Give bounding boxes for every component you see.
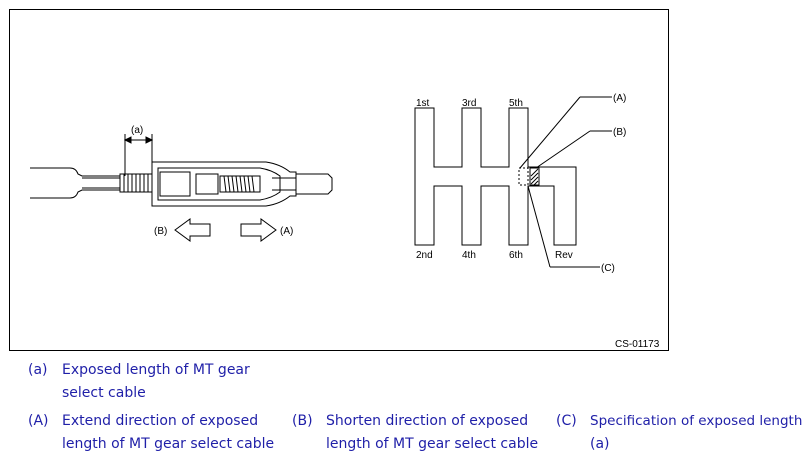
legend-text-line2: select cable (62, 385, 146, 401)
callout-a-label: (A) (613, 93, 626, 104)
gear-5th-label: 5th (509, 98, 523, 109)
extend-label: (A) (280, 226, 293, 237)
diagram-figure: (a) (B) (A) 1st 3rd 5th 2nd 4th 6th Rev … (9, 9, 669, 351)
gear-2nd-label: 2nd (416, 250, 433, 261)
legend-key: (a) (28, 362, 48, 378)
hatch-pattern (530, 168, 539, 186)
legend-text-line2: length of MT gear select cable (62, 436, 275, 452)
legend-text-line1: Specification of exposed length (590, 413, 803, 429)
legend-text-line1: Shorten direction of exposed (326, 413, 529, 429)
legend-key: (B) (292, 413, 313, 429)
select-cable-drawing (30, 134, 333, 242)
thread-lines (123, 174, 149, 192)
legend-item-C: (C) Specification of exposed length (a) (556, 410, 806, 456)
legend-item-A: (A) Extend direction of exposed length o… (28, 410, 288, 456)
legend-key: (C) (556, 413, 577, 429)
legend-key: (A) (28, 413, 49, 429)
legend-item-B: (B) Shorten direction of exposed length … (292, 410, 552, 456)
spring-coils (223, 175, 255, 193)
callout-b-label: (B) (613, 127, 626, 138)
shift-pattern (414, 96, 612, 268)
legend-text-line1: Extend direction of exposed (62, 413, 259, 429)
extend-arrow-icon (240, 218, 277, 242)
shorten-label: (B) (154, 226, 167, 237)
figure-code: CS-01173 (615, 339, 660, 350)
legend-item-a: (a) Exposed length of MT gear select cab… (28, 359, 288, 405)
dim-a-label: (a) (131, 125, 143, 136)
gear-6th-label: 6th (509, 250, 523, 261)
gear-position-labels: 1st 3rd 5th 2nd 4th 6th Rev (416, 98, 573, 261)
shorten-arrow-icon (174, 218, 211, 242)
gear-rev-label: Rev (555, 250, 573, 261)
legend-text-line2: length of MT gear select cable (326, 436, 539, 452)
legend-text-line2: (a) (590, 436, 610, 452)
diagram-svg: (a) (B) (A) 1st 3rd 5th 2nd 4th 6th Rev … (30, 93, 660, 350)
gear-4th-label: 4th (462, 250, 476, 261)
callout-c-label: (C) (601, 263, 615, 274)
gear-3rd-label: 3rd (462, 98, 476, 109)
gear-1st-label: 1st (416, 98, 430, 109)
legend-text-line1: Exposed length of MT gear (62, 362, 250, 378)
